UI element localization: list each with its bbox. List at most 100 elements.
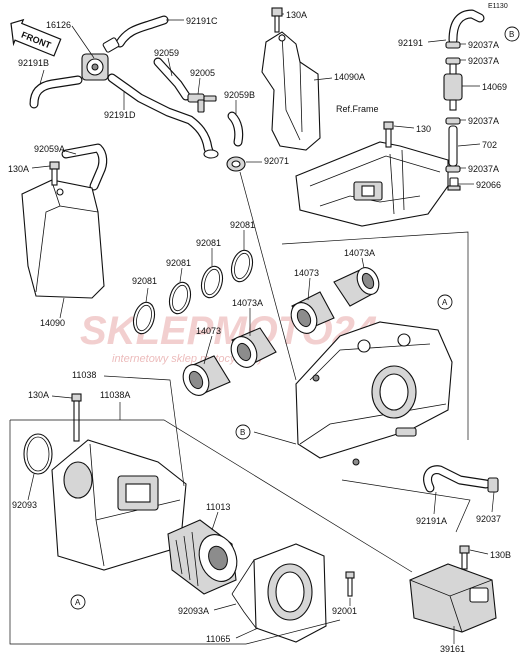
label-92081-2: 92081 — [166, 258, 191, 268]
part-labels: 16126 92191C 130A 92191B 92059 92005 140… — [8, 10, 511, 654]
clamp-92081-3 — [200, 265, 224, 299]
label-39161: 39161 — [440, 644, 465, 654]
label-92037A-2: 92037A — [468, 56, 499, 66]
callout-A-upper: A — [437, 294, 453, 310]
label-92037: 92037 — [476, 514, 501, 524]
bolt-92001 — [345, 571, 355, 597]
label-92081-3: 92081 — [196, 238, 221, 248]
label-92081-1: 92081 — [132, 276, 157, 286]
bolt-130A-left — [49, 161, 60, 186]
clamp-92037A-4 — [445, 165, 461, 173]
air-cleaner-housing-11038 — [295, 321, 453, 466]
label-11038: 11038 — [72, 370, 96, 380]
fuel-line-assembly — [443, 9, 485, 191]
front-arrow-icon — [10, 18, 62, 57]
label-14090: 14090 — [40, 318, 65, 328]
label-92001: 92001 — [332, 606, 357, 616]
callout-B-middle: B — [235, 424, 251, 440]
watermark-tagline: internetowy sklep motocyklowy — [112, 353, 265, 365]
label-92191: 92191 — [398, 38, 423, 48]
guide-lines — [9, 171, 471, 645]
clamp-92081-2 — [168, 281, 192, 315]
intake-ducts — [182, 267, 380, 396]
label-92191C: 92191C — [186, 16, 218, 26]
frame-reference: Ref.Frame — [295, 104, 449, 227]
callout-A-lower-label: A — [75, 598, 81, 607]
label-92093: 92093 — [12, 500, 37, 510]
oring-92093 — [23, 433, 53, 475]
duct-14073-lower — [182, 355, 231, 396]
hose-702 — [448, 125, 458, 167]
callout-B-upper-label: B — [509, 30, 514, 39]
ref-frame-label: Ref.Frame — [336, 104, 379, 114]
label-92037A-4: 92037A — [468, 164, 499, 174]
breather-hose-assembly — [29, 15, 246, 191]
clamp-92037A-3 — [445, 117, 461, 125]
label-92037A-3: 92037A — [468, 116, 499, 126]
cover-14090 — [21, 161, 105, 299]
label-14073-lower: 14073 — [196, 326, 221, 336]
label-14073-upper: 14073 — [294, 268, 319, 278]
label-702: 702 — [482, 140, 497, 150]
bolt-130 — [383, 121, 394, 148]
callout-B-upper: B — [504, 26, 520, 42]
tee-fitting-92005 — [187, 93, 217, 113]
label-130A-top: 130A — [286, 10, 307, 20]
hose-clamps-92081 — [132, 249, 254, 335]
air-cleaner-case-11038A — [23, 393, 187, 571]
callout-A-lower: A — [70, 594, 86, 610]
callout-A-upper-label: A — [442, 298, 448, 307]
fuel-filter-14069 — [443, 63, 463, 111]
bracket-14090A — [261, 7, 321, 151]
label-92059B: 92059B — [224, 90, 255, 100]
label-92081-4: 92081 — [230, 220, 255, 230]
label-130A-low: 130A — [28, 390, 49, 400]
clamp-92037 — [487, 477, 499, 493]
filter-element-11013 — [167, 519, 238, 595]
label-11013: 11013 — [206, 502, 230, 512]
bolt-130A-low — [71, 393, 82, 442]
front-direction-arrow: FRONT — [10, 18, 62, 57]
valve-16126 — [81, 37, 120, 81]
label-11038A: 11038A — [100, 390, 130, 400]
duct-14073-upper — [290, 291, 335, 334]
diagram-code: E1130 — [488, 3, 508, 10]
label-130: 130 — [416, 124, 431, 134]
grommet-92071 — [226, 156, 246, 172]
housing-port-2 — [397, 333, 411, 347]
label-14073A-lower: 14073A — [232, 298, 263, 308]
label-11065: 11065 — [206, 634, 230, 644]
housing-port-1 — [357, 339, 371, 353]
drain-hose-assembly — [423, 465, 499, 493]
resonator-39161 — [409, 545, 497, 633]
hose-end-clamp — [203, 149, 219, 159]
duct-14073A-lower — [230, 327, 277, 368]
label-92191B: 92191B — [18, 58, 49, 68]
label-92191D: 92191D — [104, 110, 136, 120]
label-92005: 92005 — [190, 68, 215, 78]
clamp-92037A-1 — [445, 41, 461, 49]
label-14069: 14069 — [482, 82, 507, 92]
label-92093A: 92093A — [178, 606, 209, 616]
label-92059A: 92059A — [34, 144, 65, 154]
duct-14073A-upper — [333, 267, 380, 307]
label-14073A-upper: 14073A — [344, 248, 375, 258]
bolt-130B — [459, 545, 470, 570]
label-14090A: 14090A — [334, 72, 365, 82]
gasket-92093A — [231, 559, 257, 629]
callout-B-middle-label: B — [240, 428, 245, 437]
label-92037A-1: 92037A — [468, 40, 499, 50]
label-92066: 92066 — [476, 180, 501, 190]
clamp-92081-4 — [230, 249, 254, 283]
clamp-92081-1 — [132, 301, 156, 335]
bolt-130A-top — [271, 7, 283, 33]
label-130B: 130B — [490, 550, 511, 560]
label-130A-left: 130A — [8, 164, 29, 174]
label-16126: 16126 — [46, 20, 71, 30]
label-92191A: 92191A — [416, 516, 447, 526]
label-92059: 92059 — [154, 48, 179, 58]
filter-cover-11065 — [231, 543, 355, 643]
label-92071: 92071 — [264, 156, 289, 166]
